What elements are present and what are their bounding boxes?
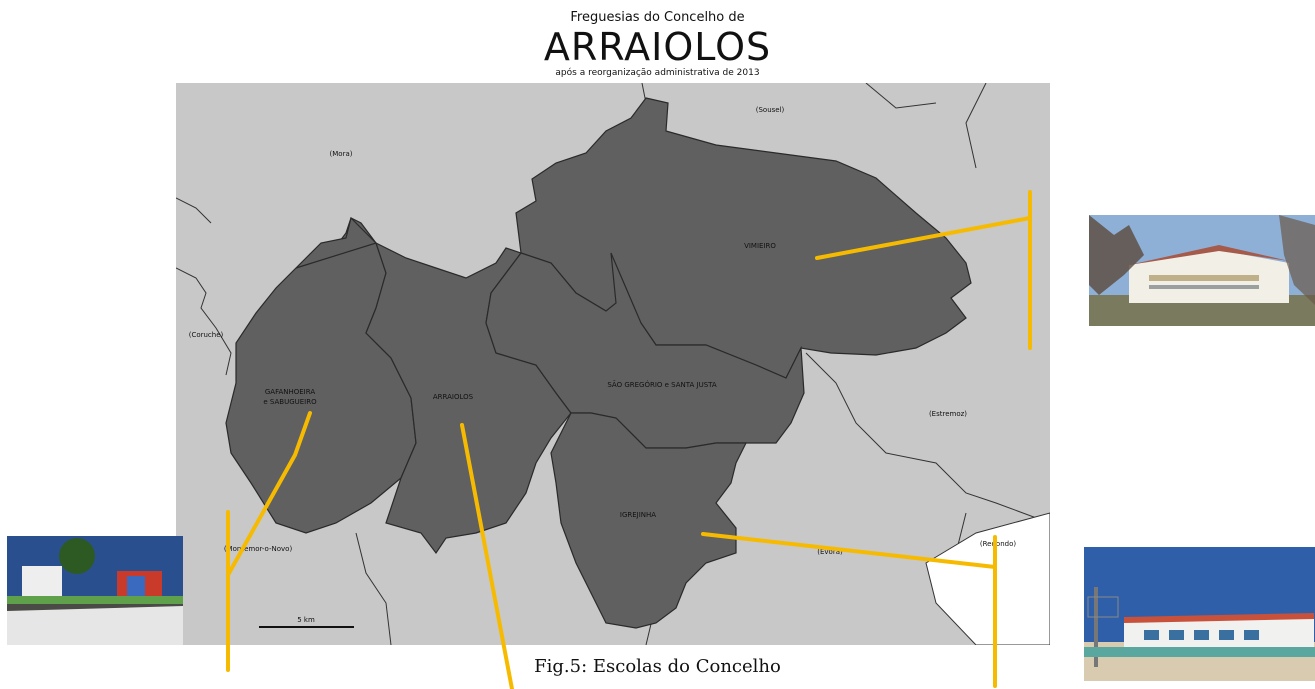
scale-bar-label: 5 km	[297, 616, 315, 624]
label-arraiolos: ARRAIOLOS	[433, 393, 474, 401]
label-estremoz: (Estremoz)	[929, 410, 967, 418]
label-igrejinha: IGREJINHA	[620, 511, 656, 519]
border-north-sousel	[865, 83, 937, 109]
parish-shapes	[225, 97, 972, 629]
parish-sao-gregorio-santa-justa	[485, 252, 805, 449]
label-sao-gregorio: SÃO GREGÓRIO e SANTA JUSTA	[607, 380, 717, 389]
border-montemor	[355, 532, 392, 645]
school-photo-vimieiro	[1089, 215, 1315, 326]
school-building-photo-icon	[1089, 215, 1315, 326]
label-gafanhoeira-line1: GAFANHOEIRA	[265, 388, 315, 396]
school-photo-redondo-side	[1084, 547, 1315, 681]
label-gafanhoeira-line2: e SABUGUEIRO	[263, 398, 317, 406]
label-coruche: (Coruche)	[189, 331, 224, 339]
map-title: ARRAIOLOS	[543, 25, 772, 69]
border-estremoz	[805, 352, 1050, 524]
label-evora: (Évora)	[817, 547, 843, 556]
redondo-region	[925, 512, 1050, 645]
label-mora: (Mora)	[330, 150, 353, 158]
label-vimieiro: VIMIEIRO	[744, 242, 776, 250]
parish-map: VIMIEIRO GAFANHOEIRA e SABUGUEIRO ARRAIO…	[176, 83, 1050, 645]
border-northwest	[176, 197, 212, 224]
border-coruche-mora	[176, 267, 232, 376]
label-redondo: (Redondo)	[980, 540, 1016, 548]
playground-photo-icon	[7, 536, 183, 645]
school-building-photo-icon-2	[1084, 547, 1315, 681]
map-supertitle: Freguesias do Concelho de	[570, 10, 745, 25]
map-subtitle: após a reorganização administrativa de 2…	[555, 68, 760, 78]
border-northeast	[965, 83, 987, 169]
figure-caption: Fig.5: Escolas do Concelho	[534, 656, 781, 677]
label-montemor: (Montemor-o-Novo)	[224, 545, 293, 553]
school-photo-gafanhoeira	[7, 536, 183, 645]
label-sousel: (Sousel)	[756, 106, 785, 114]
map-svg: VIMIEIRO GAFANHOEIRA e SABUGUEIRO ARRAIO…	[176, 83, 1050, 645]
